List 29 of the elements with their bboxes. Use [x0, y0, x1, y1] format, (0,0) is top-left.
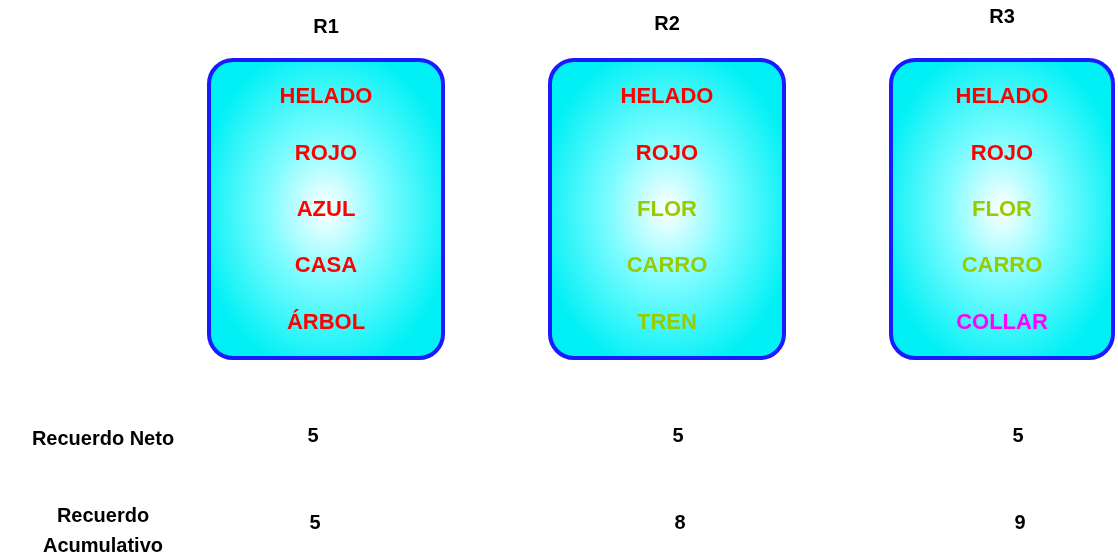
score-value: 5	[1011, 423, 1025, 448]
word: TREN	[637, 307, 697, 336]
word-list-card	[548, 58, 786, 360]
word: COLLAR	[956, 307, 1048, 336]
word: AZUL	[296, 194, 356, 223]
score-value: 5	[308, 510, 322, 535]
word: FLOR	[972, 194, 1032, 223]
word: CARRO	[961, 251, 1043, 280]
word: ROJO	[635, 138, 699, 167]
word: HELADO	[279, 82, 373, 111]
word: ROJO	[294, 138, 358, 167]
word: ROJO	[970, 138, 1034, 167]
score-value: 8	[673, 510, 687, 535]
score-value: 9	[1013, 510, 1027, 535]
word: FLOR	[637, 194, 697, 223]
score-value: 5	[671, 423, 685, 448]
row-label: Recuerdo Acumulativo	[42, 503, 164, 558]
column-heading: R3	[988, 4, 1016, 28]
score-value: 5	[306, 423, 320, 448]
word-list-card	[207, 58, 445, 360]
word: CARRO	[626, 251, 708, 280]
column-heading: R2	[653, 11, 681, 35]
word: ÁRBOL	[286, 307, 366, 336]
word: CASA	[294, 251, 358, 280]
row-label: Recuerdo Neto	[30, 426, 176, 451]
word: HELADO	[620, 82, 714, 111]
word-list-card	[889, 58, 1115, 360]
word: HELADO	[955, 82, 1049, 111]
column-heading: R1	[312, 14, 340, 38]
